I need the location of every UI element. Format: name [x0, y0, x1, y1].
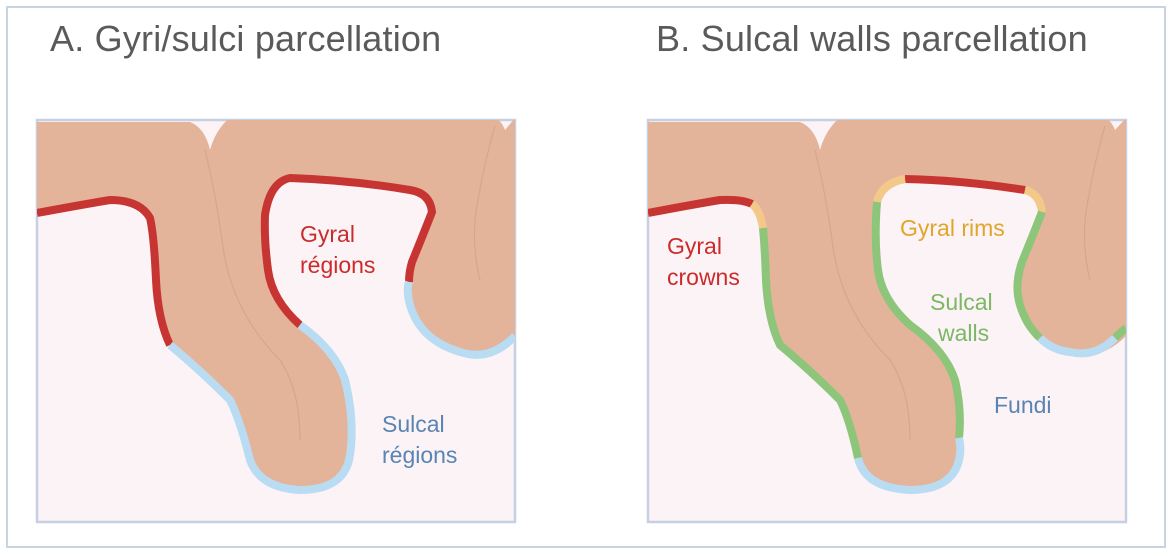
label-sulcal-walls-line1: Sulcal [930, 289, 993, 315]
panel-b-sulcal-wall [1112, 324, 1126, 341]
panel-a-sulcal-region [403, 280, 515, 359]
panel-b-gyral-rim [873, 175, 906, 204]
panel-a-title: A. Gyri/sulci parcellation [50, 18, 442, 59]
panel-a-tissue-contour [204, 149, 301, 441]
panel-b-sulcal-wall [1013, 210, 1046, 341]
panel-a-gyral-region [37, 195, 174, 347]
label-sulcal-regions-line2: régions [382, 442, 457, 468]
panel-b-tissue-contour [1083, 125, 1106, 281]
label-sulcal-walls-line2: walls [937, 320, 989, 346]
panel-b-cortex-tissue [648, 120, 1126, 490]
panel-a-cortex-tissue [37, 120, 515, 490]
label-gyral-rims: Gyral rims [900, 215, 1005, 241]
panel-a-tissue-contour [473, 125, 496, 281]
panel-b-gyral-rim [749, 200, 767, 229]
panel-b-gyral-crown [904, 175, 1026, 194]
label-gyral-regions-line1: Gyral [300, 221, 355, 247]
label-gyral-regions-line2: régions [300, 252, 375, 278]
label-gyral-crowns-line1: Gyral [667, 233, 722, 259]
panel-b-sulcal-wall [871, 201, 964, 439]
label-sulcal-regions-line1: Sulcal [382, 411, 445, 437]
panel-b-gyral-crown [648, 195, 754, 217]
panel-b-title: B. Sulcal walls parcellation [656, 18, 1088, 59]
panel-b-gyral-rim [1023, 186, 1046, 213]
panel-b-sulcal-wall [759, 227, 862, 459]
panel-b-fundus [1037, 335, 1118, 358]
panel-b-diagram: Gyral crowns Gyral rims Sulcal walls Fun… [646, 118, 1128, 524]
panel-b-tissue-contour [814, 149, 911, 441]
panel-a-gyral-region [260, 173, 437, 328]
panel-b-fundus [854, 437, 965, 495]
label-fundi: Fundi [994, 392, 1052, 418]
panel-a-sulcal-region [167, 321, 356, 495]
panel-a-diagram: Gyral régions Sulcal régions [35, 118, 517, 524]
label-gyral-crowns-line2: crowns [667, 264, 740, 290]
